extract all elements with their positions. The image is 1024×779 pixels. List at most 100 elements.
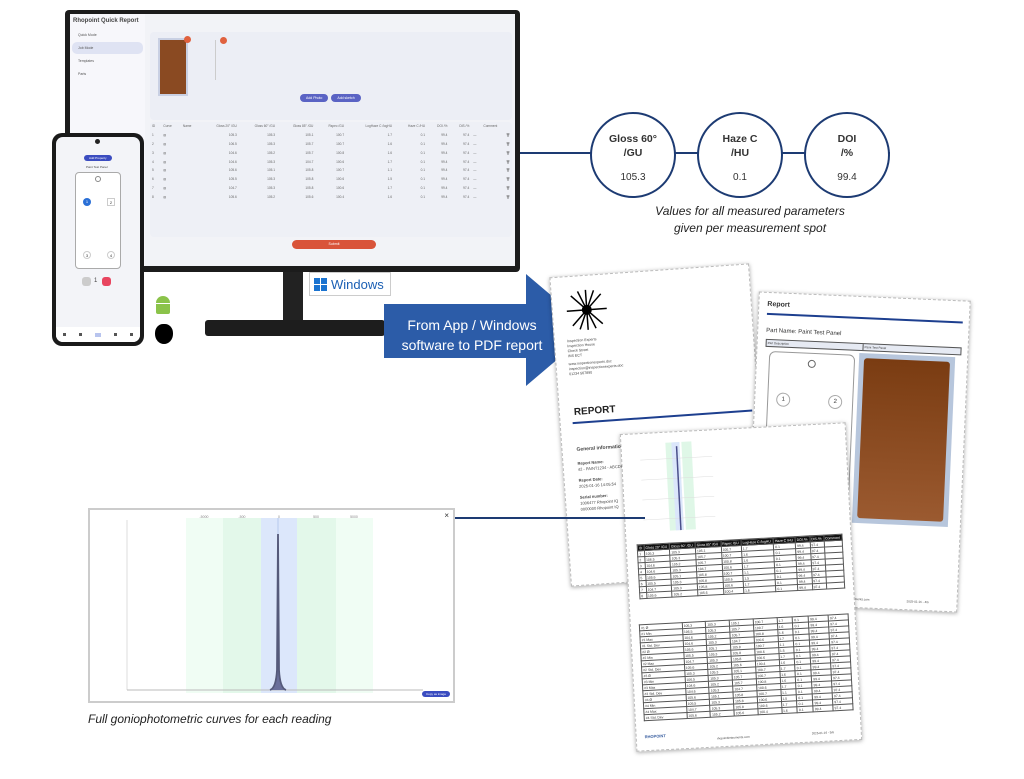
desktop-monitor: Rhopoint Quick Report Quick Mode Job Mod… xyxy=(65,10,520,272)
add-sketch-button[interactable]: Add sketch xyxy=(331,94,361,102)
spot-3[interactable]: 3 xyxy=(83,251,91,259)
cell-value: 100.7 xyxy=(336,141,345,146)
curve-icon[interactable]: ▨ xyxy=(163,159,167,164)
nav-icon[interactable] xyxy=(130,333,134,336)
nav-icon[interactable] xyxy=(62,333,66,336)
photo-panel: Add Photo Add sketch xyxy=(150,32,512,120)
delete-sketch-icon[interactable] xyxy=(220,37,227,44)
param-unit: /% xyxy=(840,147,854,159)
minus-button[interactable] xyxy=(82,277,91,286)
cell-value: 105.1 xyxy=(305,133,314,138)
cell-value: 105.6 xyxy=(646,591,673,599)
cell-value: 0.1 xyxy=(420,159,426,164)
delete-row-icon[interactable]: 🗑 xyxy=(505,159,510,164)
submit-button[interactable]: Submit xyxy=(292,240,376,249)
spot-4[interactable]: 4 xyxy=(107,251,115,259)
cell-value: 105.6 xyxy=(305,194,314,199)
curve-icon[interactable]: ▨ xyxy=(163,150,167,155)
param-unit: /GU xyxy=(623,147,643,159)
sidebar-item-templates[interactable]: Templates xyxy=(78,59,94,63)
cell-value: 100.4 xyxy=(723,587,744,595)
cell-value: 106.5 xyxy=(228,141,237,146)
cell-value: 0.1 xyxy=(420,150,426,155)
curve-icon[interactable]: ▨ xyxy=(163,141,167,146)
delete-row-icon[interactable]: 🗑 xyxy=(505,133,510,138)
cell-value: 105.7 xyxy=(305,150,314,155)
cell-value: 97.4 xyxy=(463,159,470,164)
cell-value: 105.1 xyxy=(267,168,276,173)
sidebar-item-quick-mode[interactable]: Quick Mode xyxy=(78,33,97,37)
nav-icon[interactable] xyxy=(114,333,118,336)
arrow-text-line2: software to PDF report xyxy=(401,337,543,353)
curve-icon[interactable]: ▨ xyxy=(163,168,167,173)
part-photo xyxy=(851,352,956,527)
cell-value: 1.6 xyxy=(387,141,393,146)
nav-icon[interactable] xyxy=(78,333,82,336)
add-photo-button[interactable]: Add Photo xyxy=(300,94,329,102)
curve-icon[interactable]: ▨ xyxy=(163,177,167,182)
column-header: Gloss 20° /GU xyxy=(216,124,237,129)
cell-value: 0.1 xyxy=(420,141,426,146)
spot-2[interactable]: 2 xyxy=(107,198,115,206)
monitor-stand-base xyxy=(205,320,385,336)
gonio-curve xyxy=(269,533,287,691)
delete-photo-icon[interactable] xyxy=(184,36,191,43)
delete-row-icon[interactable]: 🗑 xyxy=(505,194,510,199)
cell-value: 0.1 xyxy=(775,584,798,592)
delete-row-icon[interactable]: 🗑 xyxy=(505,185,510,190)
measure-button[interactable] xyxy=(102,277,111,286)
cell-value: 97.4 xyxy=(811,583,827,590)
cell-value: 105.6 xyxy=(734,708,759,717)
cell-value: 97.4 xyxy=(832,703,854,711)
band-label: 5000 xyxy=(350,515,358,519)
cell-value: 99.4 xyxy=(441,168,448,173)
column-header: DOI /% xyxy=(437,124,448,129)
curve-icon[interactable]: ▨ xyxy=(163,194,167,199)
delete-row-icon[interactable]: 🗑 xyxy=(505,177,510,182)
cell-value: 105.2 xyxy=(267,150,276,155)
band-label: -500 xyxy=(238,515,245,519)
delete-row-icon[interactable]: 🗑 xyxy=(505,168,510,173)
spot-1[interactable]: 1 xyxy=(83,198,91,206)
close-chart-button[interactable]: × xyxy=(444,511,449,520)
mobile-app-screen: Add Property Paint Test Panel 1 2 3 4 1 xyxy=(56,137,140,342)
windows-label: Windows xyxy=(331,276,384,292)
curve-icon[interactable]: ▨ xyxy=(163,133,167,138)
nav-icon-active[interactable] xyxy=(94,332,101,337)
sidebar-item-job-mode[interactable]: Job Mode xyxy=(72,42,143,54)
sidebar-item-parts[interactable]: Parts xyxy=(78,72,87,76)
delete-row-icon[interactable]: 🗑 xyxy=(505,150,510,155)
row-id: 2 xyxy=(152,141,154,146)
curve-icon[interactable]: ▨ xyxy=(163,185,167,190)
cell-value: 105.8 xyxy=(305,168,314,173)
cell-value: 99.4 xyxy=(813,704,834,712)
arrow-shape xyxy=(384,274,592,386)
param-unit: /HU xyxy=(730,147,750,159)
cell-value: 1.6 xyxy=(387,194,393,199)
cell-value: 105.3 xyxy=(228,133,237,138)
cell-value: 97.4 xyxy=(463,185,470,190)
band-label: 0 xyxy=(278,515,280,519)
values-caption-line1: Values for all measured parameters xyxy=(655,204,845,218)
panel-sketch: 1 2 3 4 xyxy=(75,172,121,269)
copy-as-image-button[interactable]: Copy as image xyxy=(421,691,450,697)
delete-row-icon[interactable]: 🗑 xyxy=(505,141,510,146)
company-logo xyxy=(566,289,607,330)
cell-value: 105.3 xyxy=(267,177,276,182)
cell-value: 97.4 xyxy=(463,141,470,146)
add-property-button[interactable]: Add Property xyxy=(84,155,112,161)
column-header: Haze C /HU xyxy=(408,124,426,129)
chart-connector-line xyxy=(455,517,645,519)
cell-value: 100.8 xyxy=(336,150,345,155)
